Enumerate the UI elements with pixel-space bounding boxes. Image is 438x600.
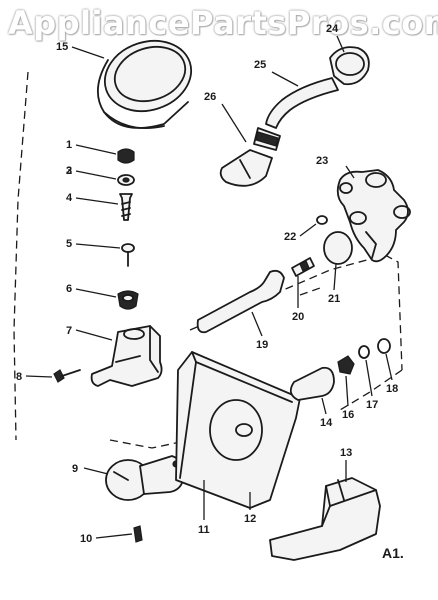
label-part-6: 6 (66, 283, 72, 295)
label-part-8: 8 (16, 371, 22, 383)
label-part-17: 17 (366, 399, 378, 411)
label-part-13: 13 (340, 447, 352, 459)
label-part-12: 12 (244, 513, 256, 525)
part-5-pin (121, 243, 135, 267)
label-part-7: 7 (66, 325, 72, 337)
part-8-screw (53, 369, 81, 383)
label-part-16: 16 (342, 409, 354, 421)
part-3-screw (119, 193, 133, 221)
part-labels: 1 2 5 6 7 8 9 10 11 12 13 14 15 16 17 18… (16, 23, 404, 561)
label-part-26: 26 (204, 91, 216, 103)
part-12-escutcheon-plate (175, 351, 301, 509)
part-23-valve-body (336, 169, 411, 263)
label-part-20: 20 (292, 311, 304, 323)
label-part-21: 21 (328, 293, 340, 305)
label-part-22: 22 (284, 231, 296, 243)
label-part-18: 18 (386, 383, 398, 395)
part-7-diverter-body (90, 325, 163, 387)
label-part-10: 10 (80, 533, 92, 545)
part-22-o-ring (316, 215, 328, 225)
leader-lines (25, 35, 393, 539)
label-part-11: 11 (198, 524, 210, 536)
part-21-disc (323, 231, 353, 265)
part-13-tub-spout (269, 477, 381, 561)
part-26-shower-head (219, 127, 281, 187)
part-10-set-screw (133, 525, 143, 543)
part-18-ring (377, 338, 391, 354)
label-part-25: 25 (254, 59, 266, 71)
part-2-washer (117, 174, 135, 186)
part-25-shower-arm (265, 77, 339, 129)
label-part-2: 2 (66, 165, 72, 177)
part-15-escutcheon-cup (97, 40, 193, 129)
label-part-9: 9 (72, 463, 78, 475)
label-part-14: 14 (320, 417, 333, 429)
part-19-cartridge (196, 269, 285, 334)
part-9-handle (105, 455, 185, 501)
label-part-3: 3 (66, 165, 72, 177)
label-part-24: 24 (326, 23, 339, 35)
part-6-bushing (117, 290, 139, 310)
figure-id-label: A1. (382, 545, 404, 561)
part-16-nut (337, 355, 355, 375)
part-17-ring (358, 345, 370, 359)
label-part-1: 1 (66, 139, 72, 151)
label-part-4: 4 (66, 192, 73, 204)
label-part-23: 23 (316, 155, 328, 167)
label-part-19: 19 (256, 339, 268, 351)
label-part-15: 15 (56, 41, 68, 53)
part-14-sleeve (289, 366, 335, 401)
part-20-stem (291, 257, 315, 277)
part-1-cap (117, 148, 135, 164)
part-24-flange (329, 46, 370, 86)
label-part-5: 5 (66, 238, 72, 250)
